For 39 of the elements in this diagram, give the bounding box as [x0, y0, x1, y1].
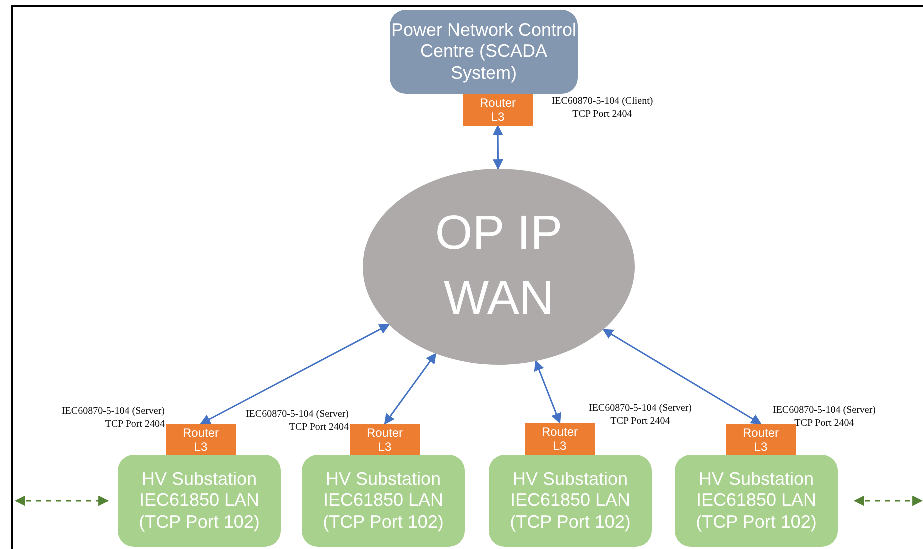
node-label: Router L3	[478, 96, 518, 124]
protocol-label: TCP Port 2404	[104, 418, 165, 431]
arrow	[14, 496, 110, 506]
protocol-label: IEC60870-5-104 (Server)	[588, 403, 694, 416]
arrow	[602, 329, 762, 425]
protocol-label: TCP Port 2404	[288, 422, 349, 434]
substation-box	[302, 455, 465, 547]
protocol-label: TCP Port 2404	[610, 416, 672, 428]
arrow	[492, 124, 504, 170]
node-label: HV Substation IEC61850 LAN (TCP Port 102)	[695, 468, 818, 534]
protocol-label: IEC60870-5-104 (Client)	[550, 96, 654, 108]
router-box	[525, 423, 595, 455]
substation-box	[489, 455, 652, 547]
wan-ellipse	[363, 169, 635, 365]
router-box	[726, 424, 796, 456]
control-centre-box	[390, 10, 578, 94]
arrow	[854, 496, 923, 506]
router-box	[463, 94, 533, 126]
node-label: Router L3	[182, 426, 220, 454]
node-label: OP IP WAN	[434, 206, 564, 327]
protocol-label: IEC60870-5-104 (Server)	[244, 409, 349, 422]
protocol-label: TCP Port 2404	[572, 108, 634, 121]
node-label: Router L3	[742, 426, 780, 454]
node-label: Power Network Control Centre (SCADA System)	[390, 20, 578, 84]
protocol-label: TCP Port 2404	[794, 418, 856, 430]
arrow	[384, 352, 437, 425]
protocol-label: IEC60870-5-104 (Server)	[772, 405, 878, 418]
protocol-label: IEC60870-5-104 (Server)	[60, 406, 165, 418]
node-label: HV Substation IEC61850 LAN (TCP Port 102)	[322, 468, 445, 534]
node-label: Router L3	[540, 424, 580, 454]
substation-box	[675, 455, 838, 547]
router-box	[166, 424, 236, 456]
node-label: HV Substation IEC61850 LAN (TCP Port 102)	[138, 468, 261, 534]
arrow	[534, 360, 562, 424]
substation-box	[118, 455, 281, 547]
node-label: Router L3	[366, 426, 404, 454]
node-label: HV Substation IEC61850 LAN (TCP Port 102)	[509, 468, 632, 534]
router-box	[350, 424, 420, 456]
arrow	[200, 324, 390, 425]
